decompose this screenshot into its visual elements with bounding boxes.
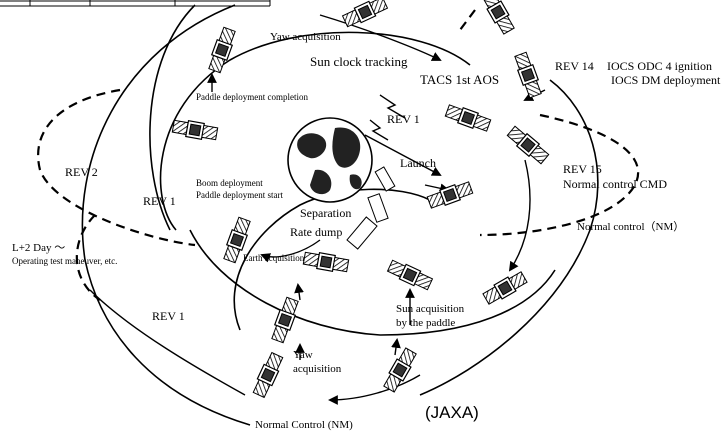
label-acquisition-bottom: acquisition bbox=[293, 363, 342, 375]
satellite-icon bbox=[207, 27, 237, 74]
table-fragment bbox=[0, 0, 270, 6]
satellite-icon bbox=[482, 270, 528, 306]
satellite-icon bbox=[382, 347, 418, 393]
label-yaw-bottom: Yaw bbox=[293, 349, 313, 361]
label-normal-control-nm-bottom: Normal Control (NM) bbox=[255, 419, 353, 431]
label-sun-clock-tracking: Sun clock tracking bbox=[310, 54, 408, 69]
satellite-icon bbox=[303, 250, 349, 273]
satellite-icon bbox=[506, 125, 550, 166]
label-l2day: L+2 Day ～ bbox=[12, 242, 65, 254]
label-launch: Launch bbox=[400, 156, 436, 170]
label-separation: Separation bbox=[300, 206, 351, 220]
label-rev1-inner: REV 1 bbox=[387, 112, 420, 126]
label-rate-dump: Rate dump bbox=[290, 225, 342, 239]
label-earth-acquisition: Earth acquisition bbox=[243, 253, 305, 263]
label-sun-acquisition: Sun acquisition bbox=[396, 303, 465, 315]
label-rev2: REV 2 bbox=[65, 165, 98, 179]
label-rev1-bottom: REV 1 bbox=[152, 309, 185, 323]
label-rev15: REV 15 bbox=[563, 162, 602, 176]
label-normal-control-nm-right: Normal control（NM） bbox=[577, 220, 684, 233]
label-iocs-dm: IOCS DM deployment bbox=[611, 73, 721, 87]
satellite-icon bbox=[387, 258, 434, 291]
satellite-icon bbox=[342, 0, 389, 29]
label-normal-control-cmd: Normal control CMD bbox=[563, 177, 667, 191]
satellite-icon bbox=[445, 103, 492, 133]
satellite-icon bbox=[251, 352, 284, 399]
label-boom-deployment: Boom deployment bbox=[196, 178, 263, 188]
label-iocs-odc: IOCS ODC 4 ignition bbox=[607, 59, 712, 73]
label-paddle-deployment-start: Paddle deployment start bbox=[196, 190, 283, 200]
label-yaw-acquisition-top: Yaw acquisition bbox=[270, 31, 341, 43]
label-tacs-1st-aos: TACS 1st AOS bbox=[420, 72, 499, 87]
label-rev1-left: REV 1 bbox=[143, 194, 176, 208]
label-operating-test: Operating test maneuver, etc. bbox=[12, 256, 117, 266]
label-by-the-paddle: by the paddle bbox=[396, 317, 455, 329]
label-rev14: REV 14 bbox=[555, 59, 594, 73]
earth-globe-icon bbox=[288, 118, 372, 202]
label-paddle-deployment-completion: Paddle deployment completion bbox=[196, 92, 308, 102]
satellite-icon bbox=[513, 52, 543, 99]
satellite-icon bbox=[270, 297, 300, 344]
satellite-icon bbox=[480, 0, 516, 35]
credit-jaxa: (JAXA) bbox=[425, 403, 479, 422]
satellite-icon bbox=[172, 118, 218, 141]
satellite-icon bbox=[427, 180, 474, 210]
